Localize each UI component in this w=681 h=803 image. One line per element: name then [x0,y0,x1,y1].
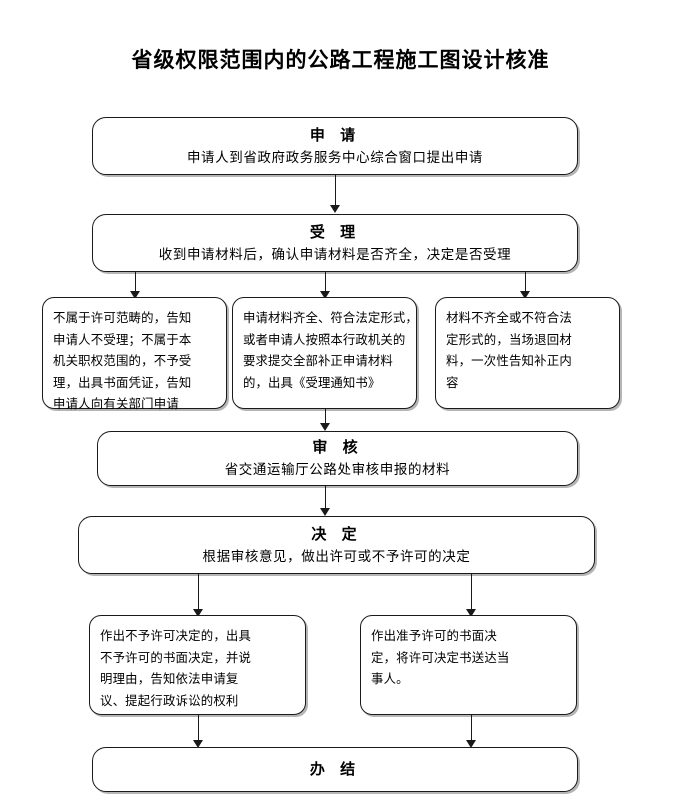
node-reject-line-2: 明理由，告知依法申请复 [100,671,239,686]
connector-reject-to-finish [197,715,199,745]
node-apply-line-0: 申请人到省政府政务服务中心综合窗口提出申请 [186,149,484,166]
arrowhead-reject-to-finish [193,740,203,748]
connector-approve-to-finish [470,715,472,745]
node-branch-left-line-1: 申请人不受理；不属于本 [53,331,192,347]
arrowhead-accept-to-branch-middle [320,291,330,299]
node-branch-middle: 申请材料齐全、符合法定形式， 或者申请人按照本行政机关的 要求提交全部补正申请材… [232,297,418,409]
node-branch-right-line-1: 定形式的，当场退回材 [446,331,572,347]
node-branch-middle-line-0: 申请材料齐全、符合法定形式， [243,310,418,325]
node-reject: 作出不予许可决定的，出具 不予许可的书面决定，并说 明理由，告知依法申请复 议、… [89,615,306,715]
node-review-line-0: 省交通运输厅公路处审核申报的材料 [224,462,451,478]
node-branch-left-line-4: 申请人向有关部门申请 [53,396,179,411]
node-decide-line-0: 根据审核意见，做出许可或不予许可的决定 [202,548,471,565]
arrowhead-review-to-decide [320,508,330,516]
node-branch-left-line-2: 机关职权范围的，不予受 [53,353,192,368]
node-branch-middle-line-3: 的，出具《受理通知书》 [243,374,381,390]
node-finish-header: 办 结 [309,760,361,778]
arrowhead-decide-to-reject [193,609,203,617]
connector-decide-to-approve [470,574,472,613]
node-decide-header: 决 定 [311,524,362,543]
node-approve-line-0: 作出准予许可的书面决 [371,628,497,643]
connector-decide-to-reject [197,574,199,613]
node-apply: 申 请 申请人到省政府政务服务中心综合窗口提出申请 [92,117,578,175]
connector-accept-to-branch-left [134,272,136,295]
node-branch-right-line-0: 材料不齐全或不符合法 [446,310,572,325]
node-branch-right: 材料不齐全或不符合法 定形式的，当场退回材 料，一次性告知补正内 容 [435,297,620,409]
node-accept-header: 受 理 [309,222,361,241]
node-accept: 受 理 收到申请材料后，确认申请材料是否齐全，决定是否受理 [92,214,578,272]
node-branch-left-line-0: 不属于许可范畴的，告知 [53,310,192,325]
node-branch-right-line-2: 料，一次性告知补正内 [446,353,572,368]
node-branch-left: 不属于许可范畴的，告知 申请人不受理；不属于本 机关职权范围的，不予受 理，出具… [42,297,227,411]
node-reject-line-3: 议、提起行政诉讼的权利 [100,692,239,708]
node-finish: 办 结 [92,747,578,792]
node-approve: 作出准予许可的书面决 定，将许可决定书送达当 事人。 [360,615,577,715]
arrowhead-apply-to-accept [330,205,340,213]
node-review-header: 审 核 [312,438,363,456]
node-approve-line-1: 定，将许可决定书送达当 [371,649,510,665]
arrowhead-branch-middle-to-review [320,423,330,431]
node-apply-header: 申 请 [309,125,361,144]
arrowhead-decide-to-approve [466,609,476,617]
node-decide: 决 定 根据审核意见，做出许可或不予许可的决定 [78,516,595,574]
arrowhead-accept-to-branch-right [520,291,530,299]
connector-review-to-decide [324,486,326,513]
node-reject-line-0: 作出不予许可决定的，出具 [100,628,252,643]
node-branch-middle-line-1: 或者申请人按照本行政机关的 [243,331,406,347]
node-branch-right-line-3: 容 [446,374,459,390]
connector-branch-middle-to-review [324,409,326,427]
node-review: 审 核 省交通运输厅公路处审核申报的材料 [97,431,578,486]
arrowhead-accept-to-branch-left [130,291,140,299]
page-title: 省级权限范围内的公路工程施工图设计核准 [131,48,550,72]
node-branch-left-line-3: 理，出具书面凭证，告知 [53,374,192,390]
connector-accept-to-branch-middle [324,272,326,295]
node-branch-middle-line-2: 要求提交全部补正申请材料 [243,353,393,368]
node-accept-line-0: 收到申请材料后，确认申请材料是否齐全，决定是否受理 [158,246,512,263]
arrowhead-approve-to-finish [466,740,476,748]
node-approve-line-2: 事人。 [371,671,409,686]
node-reject-line-1: 不予许可的书面决定，并说 [100,649,252,665]
connector-apply-to-accept [334,175,336,208]
connector-accept-to-branch-right [524,272,526,295]
